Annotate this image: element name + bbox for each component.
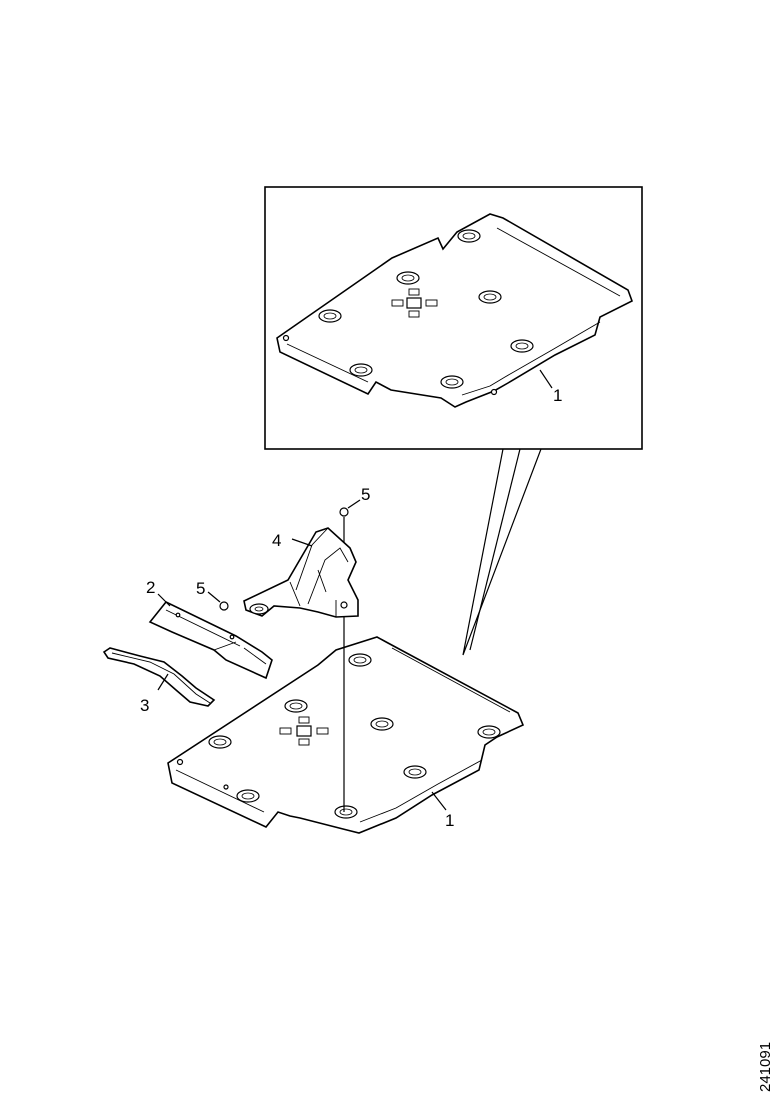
image-reference-code: 241091 bbox=[757, 1042, 774, 1092]
floor-grommet bbox=[284, 699, 308, 713]
inset-center-fastener-cluster bbox=[391, 288, 438, 318]
bracket-2-hole bbox=[229, 634, 235, 640]
inset-small-hole bbox=[282, 334, 290, 342]
inset-grommet bbox=[510, 339, 534, 353]
inset-grommet bbox=[318, 309, 342, 323]
mount-4-label: 4 bbox=[272, 531, 281, 550]
stiffener-3-leader bbox=[157, 673, 169, 691]
floor-grommet bbox=[348, 653, 372, 667]
bracket-2-outline bbox=[148, 601, 273, 680]
inset-grommet bbox=[440, 375, 464, 389]
inset-detail: 1 bbox=[264, 186, 643, 450]
mount-4-detail bbox=[289, 527, 349, 617]
floor-grommet bbox=[208, 735, 232, 749]
inset-panel-rim bbox=[286, 227, 621, 396]
inset-pointer-line bbox=[469, 448, 521, 651]
inset-grommet bbox=[349, 363, 373, 377]
fastener-5-top-leader bbox=[347, 499, 361, 509]
nut-icon bbox=[339, 507, 349, 517]
stiffener-3-detail bbox=[111, 652, 211, 704]
inset-grommet bbox=[478, 290, 502, 304]
floor-panel-outline bbox=[167, 636, 525, 834]
fastener-5-left-label: 5 bbox=[196, 579, 205, 598]
floor-grommet bbox=[236, 789, 260, 803]
floor-panel-rim bbox=[175, 647, 511, 823]
mount-4-grommet bbox=[249, 603, 269, 615]
fastener-5-left-leader bbox=[207, 591, 221, 603]
mount-4-hole bbox=[340, 601, 348, 609]
floor-callout-1-label: 1 bbox=[445, 811, 454, 830]
inset-small-hole bbox=[490, 388, 498, 396]
floor-small-hole bbox=[223, 784, 229, 790]
fastener-5-top: 5 bbox=[339, 485, 370, 517]
bracket-2-label: 2 bbox=[146, 578, 155, 597]
fastener-5-top-label: 5 bbox=[361, 485, 370, 504]
floor-grommet bbox=[477, 725, 501, 739]
floor-center-fastener-cluster bbox=[279, 716, 329, 746]
mount-4-leader bbox=[291, 538, 313, 547]
inset-pointer-line bbox=[462, 448, 542, 656]
fastener-5-left: 5 bbox=[196, 579, 229, 611]
bracket-2-leader bbox=[157, 593, 171, 607]
mount-4: 4 bbox=[243, 527, 359, 618]
floor-small-hole bbox=[176, 758, 184, 766]
inset-callout-1-label: 1 bbox=[553, 386, 562, 405]
floor-grommet bbox=[370, 717, 394, 731]
floor-panel-1: 1 bbox=[167, 636, 525, 834]
floor-grommet bbox=[403, 765, 427, 779]
nut-icon bbox=[219, 601, 229, 611]
bracket-2: 2 bbox=[146, 578, 273, 680]
inset-grommet bbox=[457, 229, 481, 243]
stiffener-3: 3 bbox=[102, 647, 216, 715]
floor-grommet bbox=[334, 805, 358, 819]
floor-callout-1-leader bbox=[431, 791, 447, 811]
inset-floor-panel bbox=[276, 213, 633, 408]
inset-callout-1-leader bbox=[539, 369, 553, 389]
stiffener-3-label: 3 bbox=[140, 696, 149, 715]
inset-grommet bbox=[396, 271, 420, 285]
stiffener-3-outline bbox=[102, 647, 216, 707]
bracket-2-hole bbox=[175, 612, 181, 618]
